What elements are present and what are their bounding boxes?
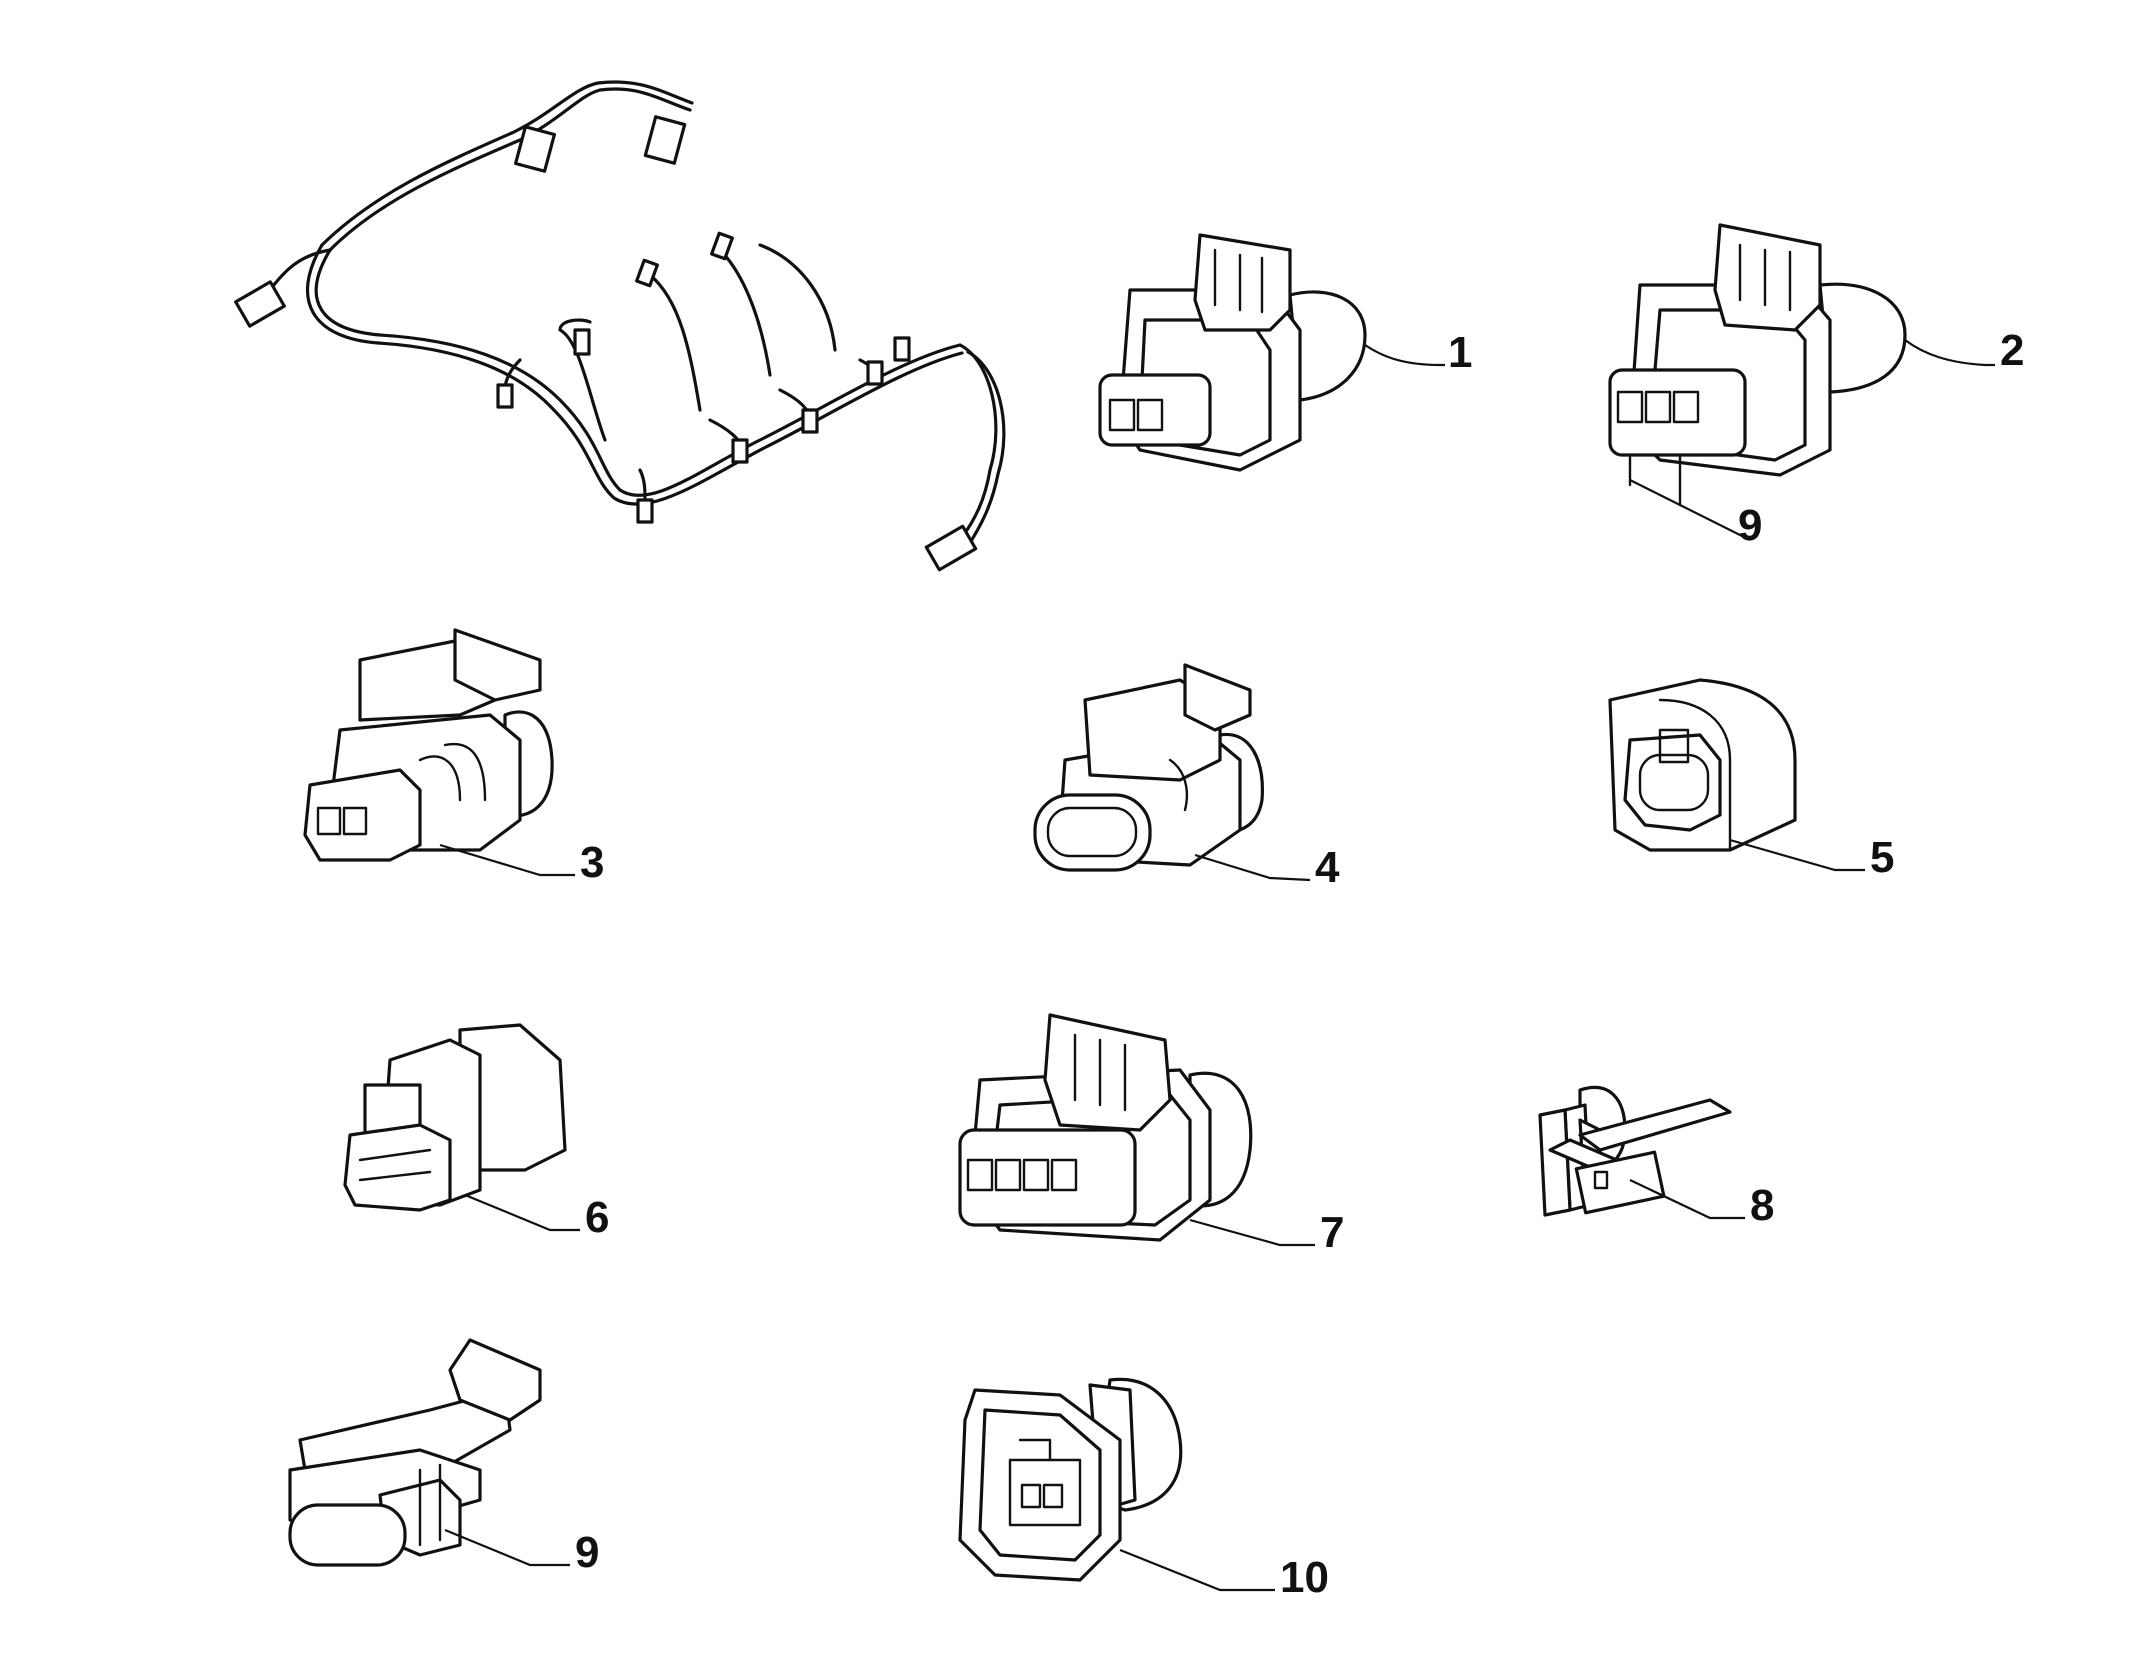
connector-part-6 <box>343 1023 567 1212</box>
callout-5: 5 <box>1870 833 1894 882</box>
callout-1: 1 <box>1448 328 1472 377</box>
connector-part-5 <box>1608 678 1797 852</box>
leader-lines <box>439 339 1995 1592</box>
connector-part-10 <box>958 1377 1183 1582</box>
callout-9-bottom: 9 <box>575 1528 599 1577</box>
connector-part-8 <box>1538 1085 1732 1217</box>
callout-9-top: 9 <box>1738 501 1762 550</box>
callout-2: 2 <box>2000 326 2024 375</box>
callout-10: 10 <box>1280 1553 1329 1602</box>
callout-3: 3 <box>580 838 604 887</box>
connector-part-4 <box>1033 663 1264 872</box>
connector-part-2 <box>1608 223 1907 507</box>
connector-part-3 <box>303 628 554 862</box>
callout-4: 4 <box>1315 843 1340 892</box>
connector-part-1 <box>1098 233 1367 472</box>
callout-labels: 1 2 9 3 4 5 6 7 8 9 10 <box>575 326 2024 1602</box>
callout-6: 6 <box>585 1193 609 1242</box>
connector-part-9 <box>288 1338 542 1567</box>
callout-7: 7 <box>1320 1208 1344 1257</box>
connector-part-7 <box>958 1013 1253 1242</box>
wiring-harness <box>234 80 1006 572</box>
callout-8: 8 <box>1750 1181 1774 1230</box>
